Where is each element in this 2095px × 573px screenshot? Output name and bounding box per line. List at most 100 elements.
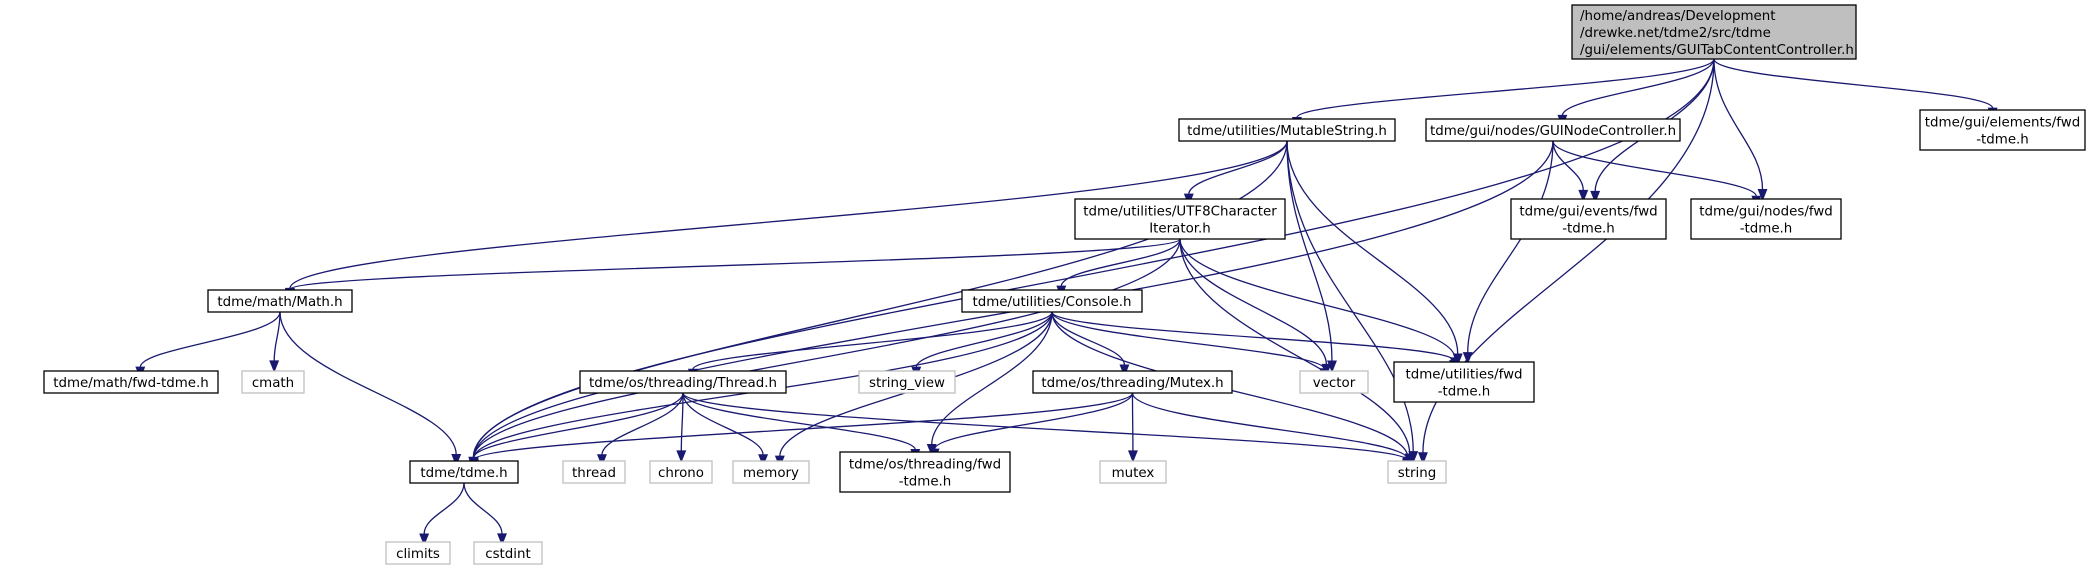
node-gui-elements-fwd[interactable]: tdme/gui/elements/fwd-tdme.h [1919, 109, 2086, 151]
node-label: string_view [869, 376, 945, 391]
edge-line [1179, 238, 1328, 365]
node-vector: vector [1299, 370, 1369, 394]
edge-line [289, 140, 1288, 289]
edge-line [1060, 238, 1181, 287]
node-label: tdme/utilities/Console.h [972, 295, 1131, 310]
edge-thread-to-memory [682, 392, 769, 467]
edge-console-to-vector [1051, 311, 1330, 381]
edge-line [1051, 311, 1126, 366]
node-box [858, 370, 956, 394]
edge-line [473, 392, 1134, 461]
edge-line [601, 392, 684, 456]
edge-thread-to-string [682, 392, 1413, 472]
node-root[interactable]: /home/andreas/Development/drewke.net/tdm… [1571, 4, 1857, 60]
edge-math-to-cmath [269, 311, 281, 373]
node-console[interactable]: tdme/utilities/Console.h [961, 289, 1143, 313]
node-label: tdme/tdme.h [420, 466, 507, 481]
arrowhead [1757, 188, 1768, 202]
node-box [43, 370, 219, 394]
edge-line [1713, 58, 1994, 109]
arrowhead [1119, 364, 1130, 377]
node-climits: climits [385, 541, 451, 565]
edge-line [1286, 140, 1459, 355]
arrowhead [497, 533, 507, 546]
node-box [1074, 198, 1286, 240]
edge-line [680, 392, 684, 452]
node-label: vector [1313, 376, 1356, 391]
edge-mutablestring-to-string [1286, 140, 1419, 464]
node-label: tdme/math/Math.h [217, 295, 342, 310]
arrowhead [1127, 450, 1138, 463]
node-box [579, 370, 787, 394]
node-gui-events-fwd[interactable]: tdme/gui/events/fwd-tdme.h [1510, 198, 1667, 240]
node-label: mutex [1112, 466, 1155, 481]
node-label: tdme/math/fwd-tdme.h [53, 376, 209, 391]
edge-mutex_h-to-string [1131, 392, 1413, 471]
node-mutex-std: mutex [1099, 460, 1167, 484]
node-label: tdme/gui/events/fwd [1519, 205, 1657, 220]
edge-utf8-to-tdme [468, 238, 1181, 470]
node-box [839, 451, 1011, 493]
node-chrono: chrono [649, 460, 713, 484]
node-string-view: string_view [858, 370, 956, 394]
edge-line [1561, 58, 1715, 116]
edge-thread-to-threading_fwd [682, 392, 921, 462]
node-mutablestring[interactable]: tdme/utilities/MutableString.h [1178, 118, 1396, 142]
arrowhead [596, 454, 607, 467]
node-label: -tdme.h [899, 475, 952, 490]
node-box [385, 541, 451, 565]
arrowhead [451, 454, 462, 467]
node-thread-std: thread [562, 460, 626, 484]
edge-line [1552, 140, 1757, 197]
node-gui-nodes-fwd[interactable]: tdme/gui/nodes/fwd-tdme.h [1690, 198, 1842, 240]
arrowhead [676, 450, 687, 463]
edge-thread-to-chrono [676, 392, 687, 463]
edge-line [289, 238, 1181, 291]
node-mutex-h[interactable]: tdme/os/threading/Mutex.h [1032, 370, 1233, 394]
node-box [207, 289, 353, 313]
node-string: string [1387, 460, 1447, 484]
node-math[interactable]: tdme/math/Math.h [207, 289, 353, 313]
node-box [1099, 460, 1167, 484]
edge-line [1051, 311, 1455, 362]
node-box [1425, 118, 1681, 142]
node-math-fwd[interactable]: tdme/math/fwd-tdme.h [43, 370, 219, 394]
node-guinodecontroller[interactable]: tdme/gui/nodes/GUINodeController.h [1425, 118, 1681, 142]
edge-line [423, 482, 465, 535]
node-tdme[interactable]: tdme/tdme.h [409, 460, 519, 484]
edge-line [1552, 140, 1584, 191]
node-threading-fwd[interactable]: tdme/os/threading/fwd -tdme.h [839, 451, 1011, 493]
node-thread[interactable]: tdme/os/threading/Thread.h [579, 370, 787, 394]
node-label: tdme/os/threading/Mutex.h [1041, 376, 1223, 391]
node-box [1387, 460, 1447, 484]
arrowhead [1417, 452, 1428, 465]
nodes-layer: /home/andreas/Development/drewke.net/tdm… [43, 4, 2086, 565]
node-box [1510, 198, 1667, 240]
arrowhead [1462, 352, 1473, 365]
node-box [562, 460, 626, 484]
node-label: tdme/os/threading/fwd [849, 458, 1001, 473]
edge-line [1286, 140, 1333, 362]
edge-tdme-to-climits [419, 482, 465, 546]
node-label: /drewke.net/tdme2/src/tdme [1580, 26, 1771, 41]
arrowhead [758, 454, 769, 467]
edge-line [915, 311, 1053, 368]
edge-line [933, 392, 1134, 450]
edge-line [1051, 311, 1325, 370]
node-label: /gui/elements/GUITabContentController.h [1580, 43, 1854, 58]
edge-line [682, 392, 916, 450]
node-box [409, 460, 519, 484]
node-label: tdme/utilities/MutableString.h [1187, 124, 1387, 139]
node-label: tdme/utilities/fwd [1405, 368, 1522, 383]
edge-mutex_h-to-threading_fwd [929, 392, 1134, 462]
edge-tdme-to-cstdint [463, 482, 507, 546]
node-utilities-fwd[interactable]: tdme/utilities/fwd-tdme.h [1393, 361, 1535, 403]
edge-line [682, 392, 1408, 461]
edge-line [1467, 140, 1554, 353]
node-label: /home/andreas/Development [1580, 9, 1775, 24]
edge-guinodecontroller-to-utilities_fwd [1462, 140, 1554, 365]
edge-line [1286, 140, 1414, 452]
node-box [473, 541, 543, 565]
edge-line [682, 392, 764, 456]
